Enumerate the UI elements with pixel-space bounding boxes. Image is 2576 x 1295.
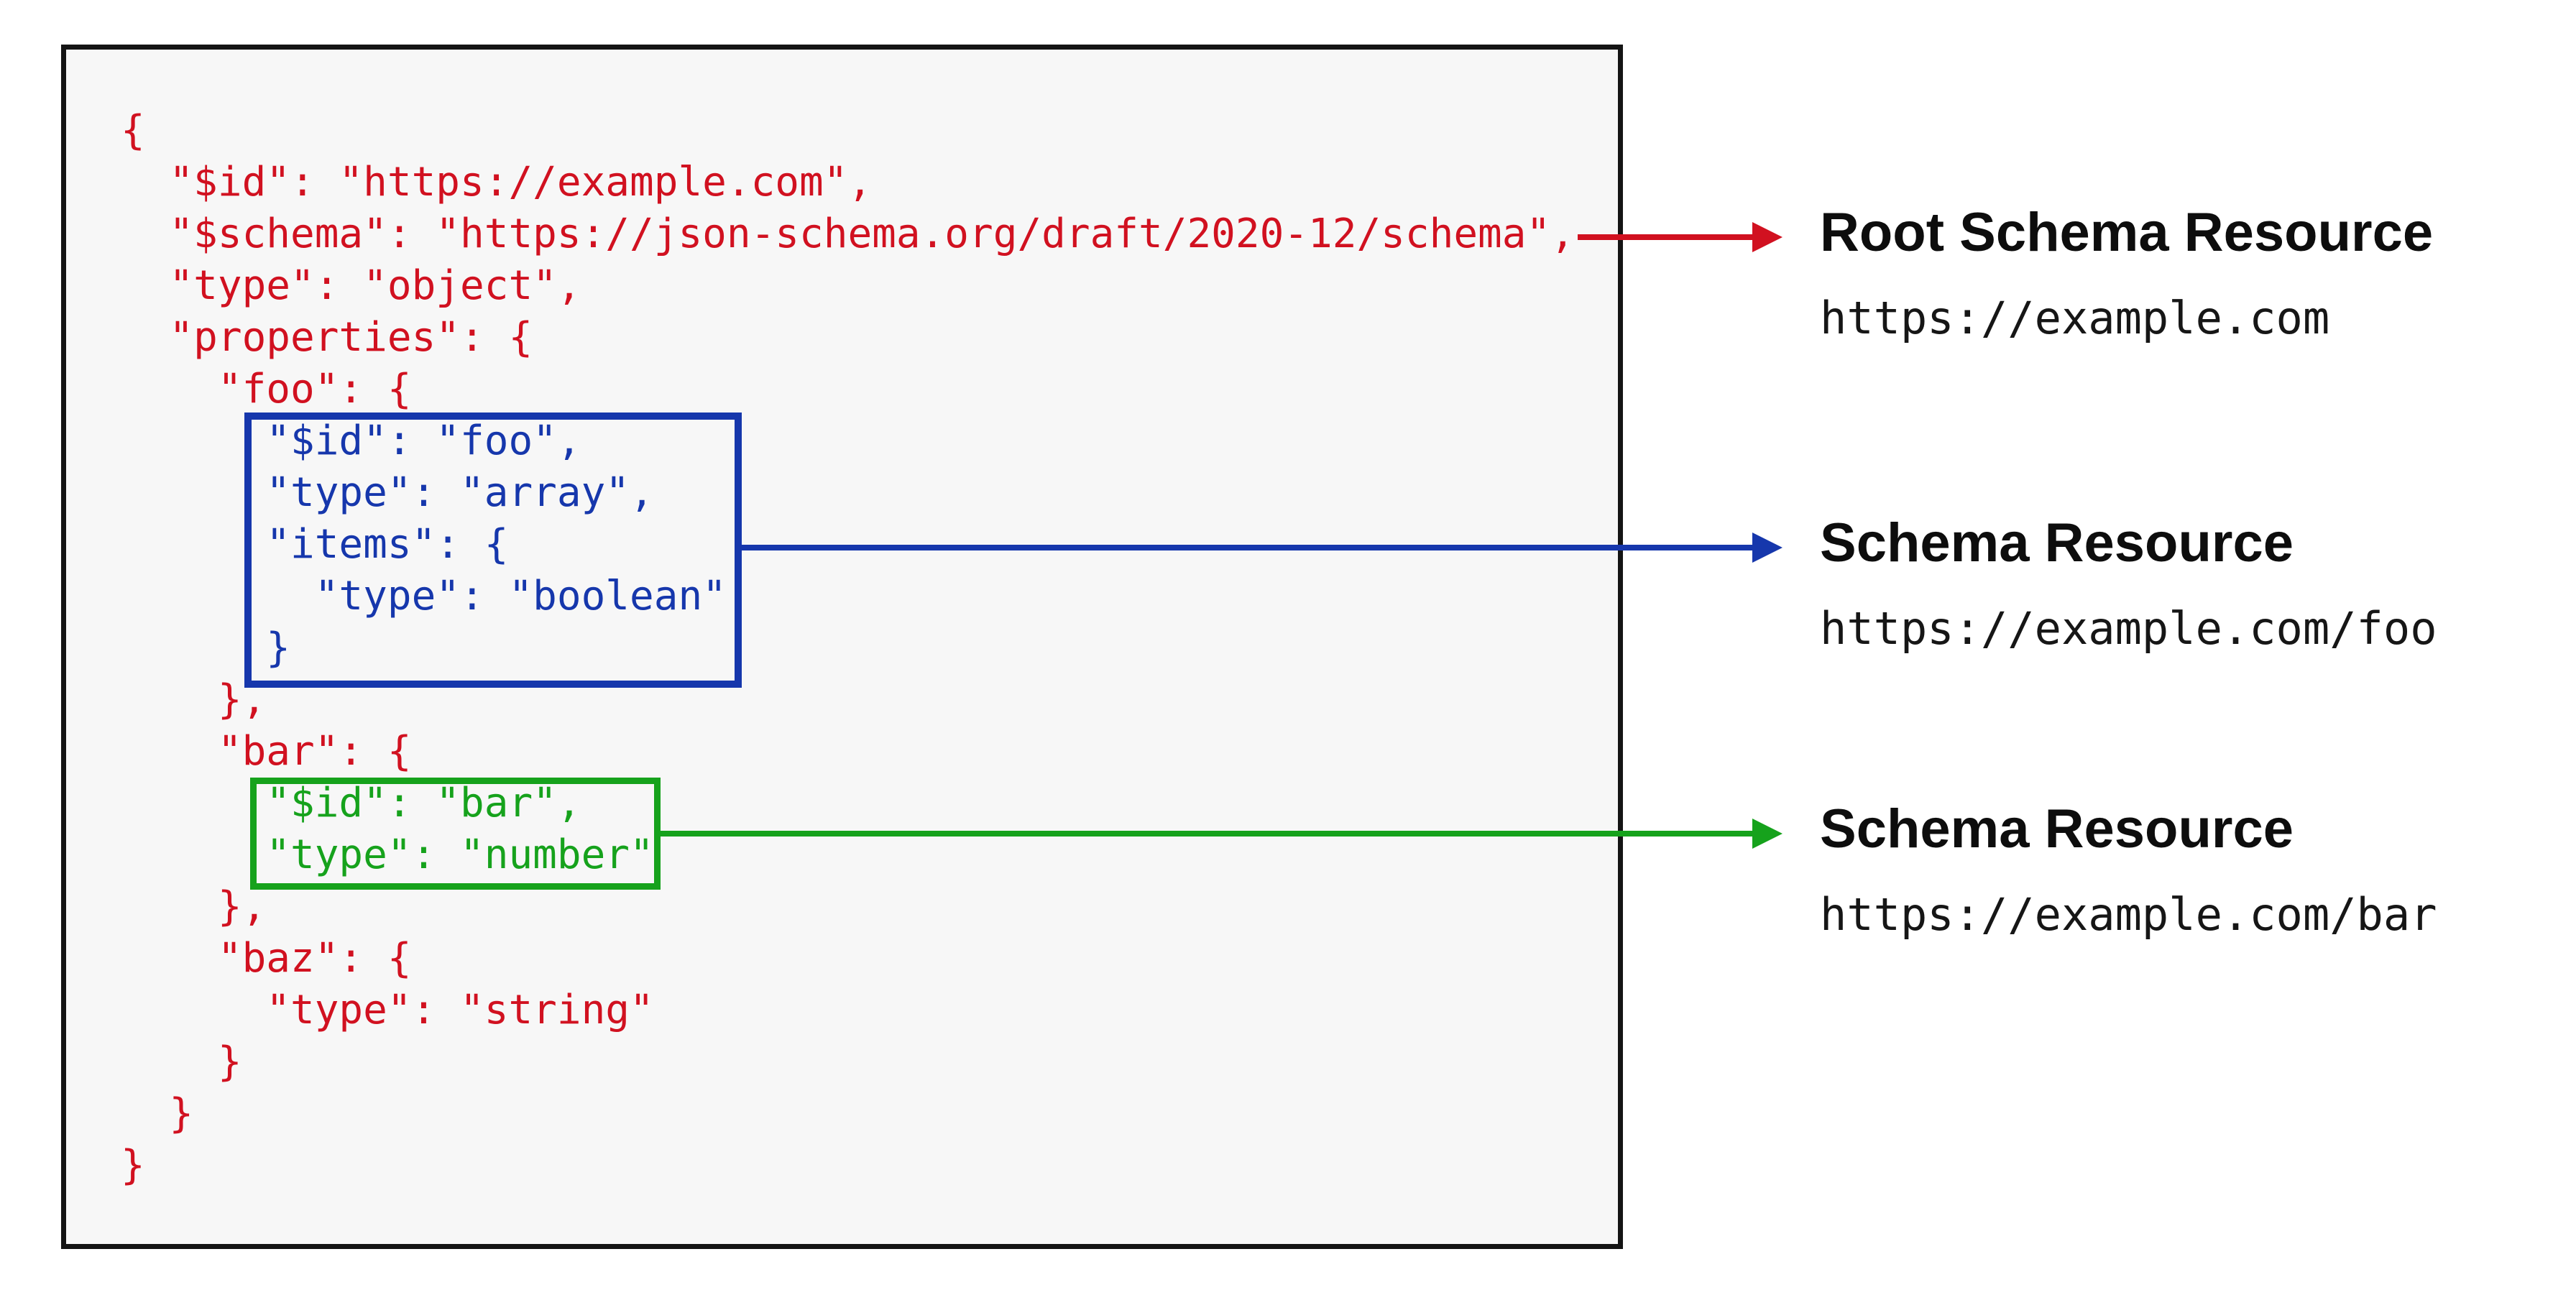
code-line: {	[121, 107, 145, 154]
foo-schema-arrowhead-icon	[1752, 533, 1782, 563]
annotation-url: https://example.com	[1820, 292, 2330, 344]
code-line: },	[217, 883, 267, 930]
annotation-url: https://example.com/foo	[1820, 602, 2437, 655]
annotation-bar-schema: Schema Resource https://example.com/bar	[1820, 802, 2437, 937]
code-line: "type": "boolean"	[314, 573, 727, 619]
schema-code-panel: { "$id": "https://example.com", "$schema…	[61, 45, 1623, 1249]
code-line: }	[169, 1090, 194, 1137]
foo-schema-resource-box	[244, 413, 742, 688]
annotation-url: https://example.com/bar	[1820, 888, 2437, 941]
code-line: "$id": "https://example.com",	[169, 159, 873, 206]
annotation-title: Schema Resource	[1820, 512, 2294, 573]
bar-schema-arrowhead-icon	[1752, 819, 1782, 849]
code-line: "$schema": "https://json-schema.org/draf…	[169, 211, 1575, 257]
bar-schema-arrow-shaft	[658, 831, 1752, 837]
code-line: }	[217, 1038, 242, 1085]
annotation-foo-schema: Schema Resource https://example.com/foo	[1820, 516, 2437, 651]
code-line: "type": "number"	[266, 831, 654, 878]
foo-schema-arrow-shaft	[739, 545, 1752, 550]
code-line: "items": {	[266, 521, 509, 568]
code-line: "type": "string"	[266, 987, 654, 1033]
json-schema-code: { "$id": "https://example.com", "$schema…	[121, 105, 1575, 1192]
code-line: "$id": "bar",	[266, 780, 581, 826]
root-schema-arrowhead-icon	[1752, 222, 1782, 252]
code-line: }	[121, 1142, 145, 1189]
bar-schema-resource-box	[250, 778, 661, 890]
annotation-title: Root Schema Resource	[1820, 202, 2434, 263]
code-line: "type": "array",	[266, 469, 654, 516]
annotation-root-schema: Root Schema Resource https://example.com	[1820, 206, 2433, 341]
code-line: }	[266, 625, 291, 671]
code-line: "$id": "foo",	[266, 418, 581, 464]
code-line: "foo": {	[217, 366, 412, 413]
annotation-title: Schema Resource	[1820, 798, 2294, 860]
code-line: "bar": {	[217, 728, 412, 775]
code-line: "baz": {	[217, 935, 412, 982]
code-line: "properties": {	[169, 314, 533, 361]
code-line: "type": "object",	[169, 262, 581, 309]
root-schema-arrow-shaft	[1578, 234, 1752, 240]
